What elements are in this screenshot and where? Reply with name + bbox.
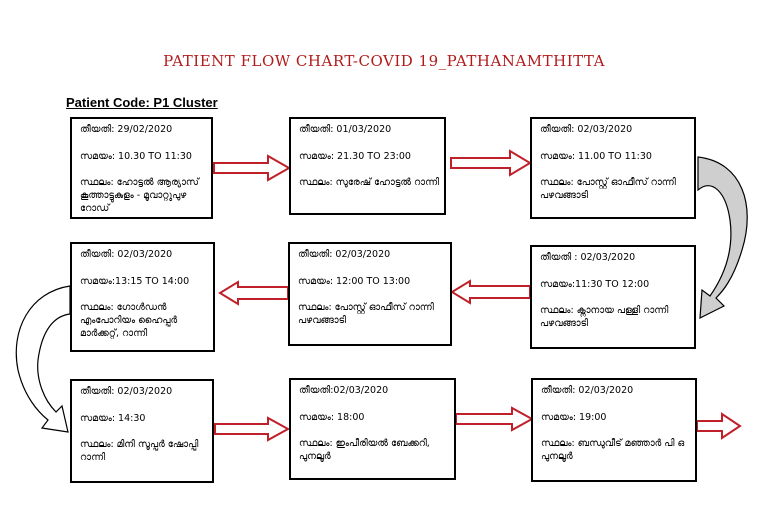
- box-date: തീയതി: 02/03/2020: [80, 249, 173, 260]
- arrow-left-2: [218, 280, 289, 306]
- box-time: സമയം: 11.00 TO 11:30: [540, 151, 652, 162]
- box-date: തീയതി: 02/03/2020: [541, 385, 634, 396]
- chart-title: PATIENT FLOW CHART-COVID 19_PATHANAMTHIT…: [163, 52, 605, 70]
- flow-box-5: തീയതി: 02/03/2020 സമയം: 12:00 TO 13:00 സ്ഥ…: [288, 242, 452, 346]
- arrow-right-4: [455, 406, 535, 432]
- box-date: തീയതി: 29/02/2020: [80, 124, 173, 135]
- box-date: തീയതി: 02/03/2020: [80, 386, 173, 397]
- box-place: സ്ഥലം: സുരേഷ് ഹോട്ടൽ റാന്നി: [299, 177, 440, 188]
- arrow-right-3: [214, 416, 291, 442]
- box-place: സ്ഥലം: ക്നാനായ പള്ളി റാന്നി പഴവങ്ങാടി: [540, 305, 669, 329]
- flow-box-6: തീയതി: 02/03/2020 സമയം:13:15 TO 14:00 സ്ഥല…: [70, 242, 215, 352]
- arrow-right-2: [450, 149, 532, 177]
- box-date: തീയതി:02/03/2020: [299, 385, 389, 396]
- flow-box-2: തീയതി: 01/03/2020 സമയം: 21.30 TO 23:00 സ്ഥ…: [289, 117, 446, 215]
- box-place: സ്ഥലം: ഹോട്ടൽ ആര്യാസ് കൂത്താട്ടുകുളം - മ…: [80, 177, 199, 214]
- flow-box-7: തീയതി: 02/03/2020 സമയം: 14:30 സ്ഥലം: മിനി …: [70, 379, 214, 483]
- box-place: സ്ഥലം: ബന്ധുവീട് മഞ്ഞാർ പി ഒ പുനലൂർ: [541, 438, 685, 462]
- flow-box-8: തീയതി:02/03/2020 സമയം: 18:00 സ്ഥലം: ഇംപീരി…: [289, 378, 456, 480]
- box-date: തീയതി : 02/03/2020: [540, 252, 636, 263]
- flow-box-9: തീയതി: 02/03/2020 സമയം: 19:00 സ്ഥലം: ബന്ധു…: [531, 378, 697, 482]
- arrow-right-1: [213, 154, 292, 182]
- box-time: സമയം: 14:30: [80, 413, 146, 424]
- box-time: സമയം: 19:00: [541, 412, 607, 423]
- box-time: സമയം:13:15 TO 14:00: [80, 276, 190, 287]
- flow-box-3: തീയതി: 02/03/2020 സമയം: 11.00 TO 11:30 സ്ഥ…: [530, 117, 696, 219]
- box-time: സമയം: 10.30 TO 11:30: [80, 151, 192, 162]
- box-place: സ്ഥലം: ഇംപീരിയൽ ബേക്കറി, പുനലൂർ: [299, 438, 430, 462]
- arrow-right-end: [696, 412, 742, 440]
- box-time: സമയം:11:30 TO 12:00: [540, 279, 650, 290]
- curved-arrow-right: [697, 156, 748, 320]
- box-time: സമയം: 12:00 TO 13:00: [298, 276, 411, 287]
- box-date: തീയതി: 02/03/2020: [540, 124, 633, 135]
- box-place: സ്ഥലം: പോസ്റ്റ് ഓഫീസ് റാന്നി പഴവങ്ങാടി: [298, 302, 434, 326]
- box-place: സ്ഥലം: മിനി സൂപ്പർ ഷോപ്പി റാന്നി: [80, 439, 199, 463]
- arrow-left-1: [450, 279, 531, 305]
- box-date: തീയതി: 02/03/2020: [298, 249, 391, 260]
- flow-box-1: തീയതി: 29/02/2020 സമയം: 10.30 TO 11:30 സ്ഥ…: [70, 117, 213, 219]
- flow-box-4: തീയതി : 02/03/2020 സമയം:11:30 TO 12:00 സ്ഥ…: [530, 245, 696, 349]
- curved-arrow-left: [15, 285, 71, 433]
- box-time: സമയം: 18:00: [299, 412, 365, 423]
- box-date: തീയതി: 01/03/2020: [299, 124, 392, 135]
- patient-code: Patient Code: P1 Cluster: [66, 95, 218, 110]
- box-time: സമയം: 21.30 TO 23:00: [299, 151, 411, 162]
- box-place: സ്ഥലം: പോസ്റ്റ് ഓഫീസ് റാന്നി പഴവങ്ങാടി: [540, 177, 676, 201]
- box-place: സ്ഥലം: ഗോൾഡൻ എംപോറിയം ഹൈപ്പർ മാർക്കറ്റ്,…: [80, 302, 178, 339]
